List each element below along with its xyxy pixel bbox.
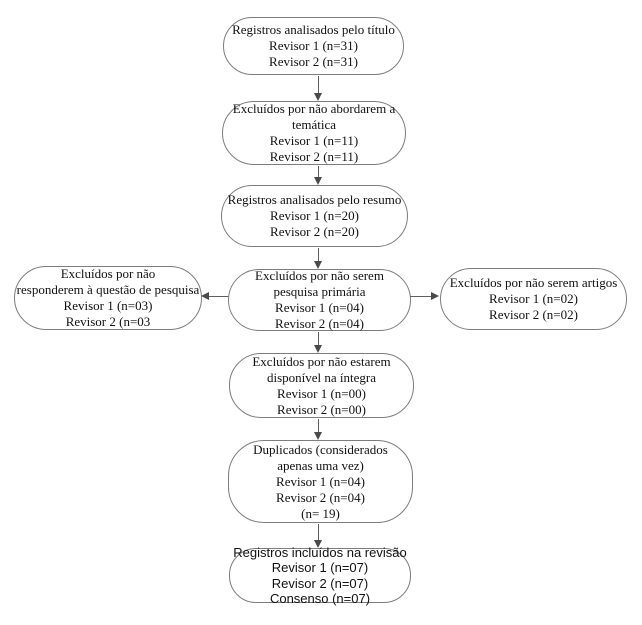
node-text-line: Excluídos por não serem [255,268,384,283]
node-excluidos-integra: Excluídos por não estarem disponível na … [229,353,414,418]
node-text-line: Revisor 2 (n=11) [269,149,359,164]
node-text-line: Revisor 1 (n=03) [63,298,153,313]
node-text-line: pesquisa primária [273,284,366,299]
node-text-line: Revisor 2 (n=04) [275,316,364,331]
node-text-line: responderem à questão de pesquisa [16,282,200,297]
node-registros-analisados-resumo: Registros analisados pelo resumo Revisor… [221,185,408,247]
arrowhead-down-icon [314,261,322,269]
arrow-right [410,292,439,301]
node-excluidos-tematica: Excluídos por não abordarem a temática R… [222,101,406,165]
node-text-line: Revisor 2 (n=20) [270,224,359,239]
node-text-line: Duplicados (considerados [253,441,388,457]
arrowhead-left-icon [201,292,209,300]
arrow-stem [410,296,432,297]
arrowhead-down-icon [314,540,322,548]
arrow-down-6 [314,524,323,548]
node-text-line: temática [291,117,337,132]
node-excluidos-questao-pesquisa: Excluídos por não responderem à questão … [14,266,202,330]
arrow-down-2 [314,166,323,185]
node-text-line: Excluídos por não estarem [252,353,391,369]
node-text-line: Revisor 1 (n=31) [269,38,358,53]
node-text-line: Excluídos por não serem artigos [449,275,618,290]
arrowhead-down-icon [314,93,322,101]
arrow-stem [318,248,319,262]
arrow-left [201,292,229,301]
node-text-line: Registros analisados pelo resumo [227,192,402,207]
node-text-line: Revisor 2 (n=04) [276,489,365,505]
node-text-line: apenas uma vez) [277,457,364,473]
arrow-stem [318,332,319,346]
arrow-stem [208,296,229,297]
node-excluidos-nao-artigos: Excluídos por não serem artigos Revisor … [440,268,627,330]
node-duplicados: Duplicados (considerados apenas uma vez)… [228,440,413,523]
node-text-line: Revisor 1 (n=11) [269,133,359,148]
node-text-line: Revisor 1 (n=04) [275,300,364,315]
node-text-line: Consenso (n=07) [269,591,371,606]
node-text-line: Revisor 1 (n=04) [276,473,365,489]
arrow-down-5 [314,419,323,440]
node-text-line: Excluídos por não [60,266,156,281]
node-text-line: Revisor 1 (n=07) [271,560,369,575]
node-text-line: Revisor 1 (n=02) [489,291,578,306]
node-text-line: Revisor 2 (n=00) [277,401,366,417]
node-text-line: Registros analisados pelo título [232,22,395,37]
arrow-stem [318,419,319,433]
arrow-stem [318,524,319,541]
arrowhead-down-icon [314,432,322,440]
node-registros-analisados-titulo: Registros analisados pelo título Revisor… [223,17,404,75]
node-text-line: Revisor 1 (n=00) [277,385,366,401]
arrow-stem [318,166,319,178]
arrow-stem [318,76,319,94]
arrow-down-3 [314,248,323,269]
arrowhead-right-icon [431,292,439,300]
node-text-line: Excluídos por não abordarem a [232,101,396,116]
node-text-line: Registros incluídos na revisão [233,544,407,560]
arrowhead-down-icon [314,177,322,185]
arrow-down-1 [314,76,323,101]
arrow-down-4 [314,332,323,353]
node-registros-incluidos: Registros incluídos na revisão Revisor 1… [229,544,411,606]
node-text-line: (n= 19) [301,505,340,521]
node-text-line: Revisor 2 (n=07) [271,575,369,591]
node-text-line: Revisor 2 (n=02) [489,307,578,322]
arrowhead-down-icon [314,345,322,353]
node-text-line: Revisor 1 (n=20) [270,208,359,223]
node-excluidos-pesquisa-primaria: Excluídos por não serem pesquisa primári… [228,268,411,331]
node-text-line: disponível na íntegra [266,369,377,385]
node-text-line: Revisor 2 (n=03 [65,314,151,329]
node-text-line: Revisor 2 (n=31) [269,54,358,69]
